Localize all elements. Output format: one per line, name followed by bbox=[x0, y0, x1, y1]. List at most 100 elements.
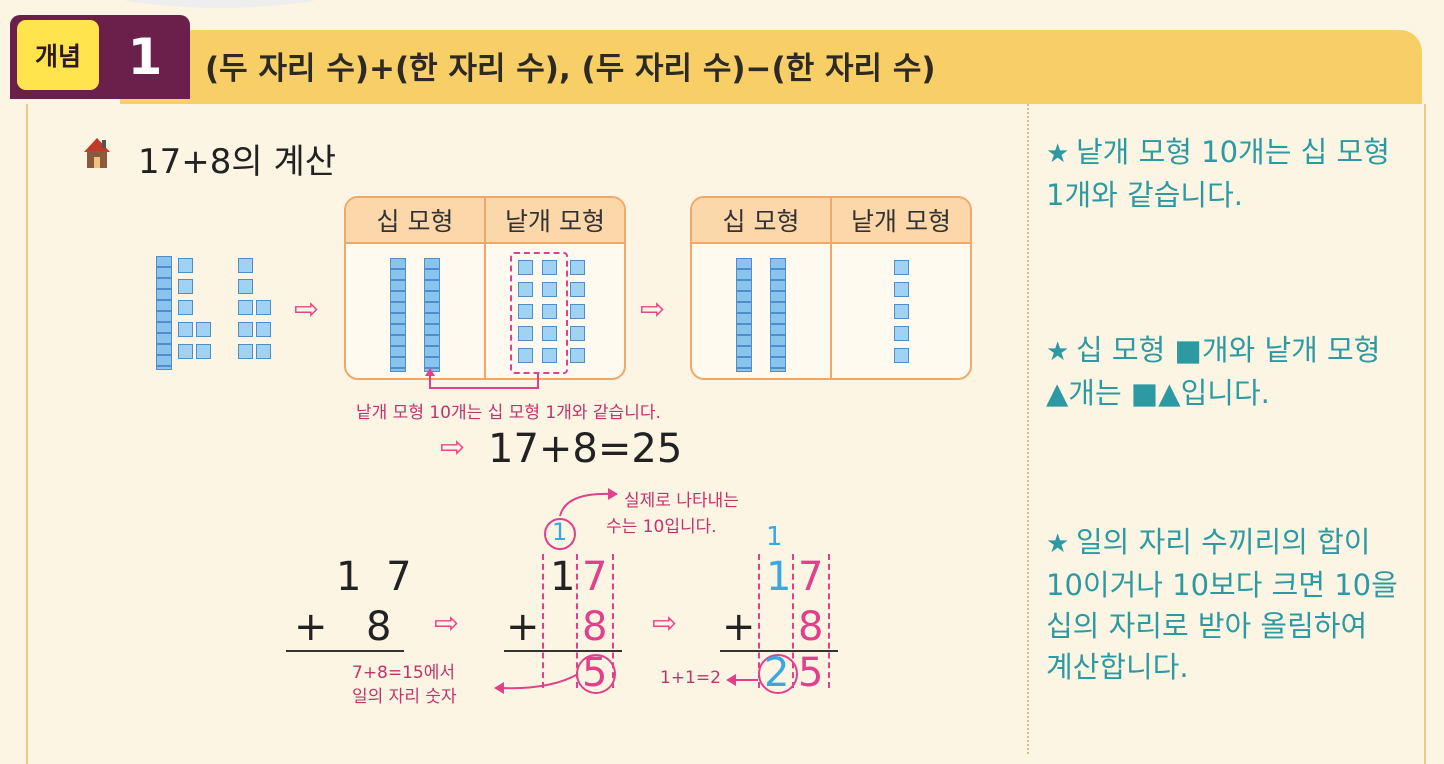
arrow-right-icon: ⇨ bbox=[640, 292, 666, 327]
unit-cube bbox=[178, 258, 193, 273]
unit-cube bbox=[238, 300, 253, 315]
calc1-bottom: 8 bbox=[366, 604, 392, 650]
calc2-op: + bbox=[506, 604, 540, 650]
arrow-right-icon: ⇨ bbox=[652, 606, 678, 641]
table-divider bbox=[484, 242, 486, 378]
side-note-text: 십 모형 ■개와 낱개 모형 ▲개는 ■▲입니다. bbox=[1046, 333, 1381, 410]
note-arrow bbox=[494, 673, 579, 694]
unit-cube bbox=[518, 348, 533, 363]
side-note-1: ★낱개 모형 10개는 십 모형 1개와 같습니다. bbox=[1046, 132, 1401, 216]
calc1-rule bbox=[286, 650, 404, 652]
exchange-note: 낱개 모형 10개는 십 모형 1개와 같습니다. bbox=[356, 403, 661, 423]
unit-cube bbox=[178, 344, 193, 359]
unit-cube bbox=[178, 322, 193, 337]
star-icon: ★ bbox=[1046, 139, 1070, 169]
column-guide bbox=[576, 554, 578, 688]
arrow-right-icon: ⇨ bbox=[294, 292, 320, 327]
decorative-arc bbox=[90, 0, 350, 8]
calc3-result-ones: 5 bbox=[798, 650, 824, 696]
real-value-note-line2: 수는 10입니다. bbox=[606, 517, 717, 537]
ones-header: 낱개 모형 bbox=[505, 207, 605, 236]
tens-header: 십 모형 bbox=[346, 198, 486, 242]
calc2-rule bbox=[504, 650, 622, 652]
unit-cube bbox=[238, 322, 253, 337]
column-guide bbox=[792, 554, 794, 688]
star-icon: ★ bbox=[1046, 529, 1070, 559]
unit-cube bbox=[518, 260, 533, 275]
carry-note: 1+1=2 bbox=[660, 668, 721, 688]
calc3-tens: 1 bbox=[766, 554, 792, 600]
real-value-note-line1: 실제로 나타내는 bbox=[624, 491, 739, 511]
note-arrow bbox=[726, 674, 758, 686]
unit-cube bbox=[238, 279, 253, 294]
unit-cube bbox=[518, 326, 533, 341]
arrow-right-icon: ⇨ bbox=[434, 606, 460, 641]
unit-cube bbox=[894, 326, 909, 341]
side-note-text: 일의 자리 수끼리의 합이 10이거나 10보다 크면 10을 십의 자리로 받… bbox=[1046, 525, 1398, 684]
ones-sum-note-line2: 일의 자리 숫자 bbox=[352, 687, 457, 707]
unit-cube bbox=[894, 304, 909, 319]
table-header: 십 모형 낱개 모형 bbox=[692, 198, 970, 244]
page-title: (두 자리 수)+(한 자리 수), (두 자리 수)−(한 자리 수) bbox=[205, 51, 936, 87]
table-header: 십 모형 낱개 모형 bbox=[346, 198, 624, 244]
calc3-op: + bbox=[722, 604, 756, 650]
calc2-tens: 1 bbox=[550, 554, 576, 600]
arrow-right-icon: ⇨ bbox=[440, 430, 466, 465]
unit-cube bbox=[570, 326, 585, 341]
ten-rod bbox=[424, 258, 440, 372]
unit-cube bbox=[894, 260, 909, 275]
table-divider bbox=[830, 242, 832, 378]
unit-cube bbox=[178, 279, 193, 294]
unit-cube bbox=[178, 300, 193, 315]
calc3-result-tens: 2 bbox=[764, 650, 790, 696]
unit-cube bbox=[570, 260, 585, 275]
calc3-bottom: 8 bbox=[798, 604, 824, 650]
unit-cube bbox=[518, 304, 533, 319]
result-circle bbox=[576, 654, 616, 694]
unit-cube bbox=[256, 300, 271, 315]
concept-badge-label: 개념 bbox=[17, 20, 99, 90]
ten-rod bbox=[390, 258, 406, 372]
tens-header: 십 모형 bbox=[692, 198, 832, 242]
unit-cube bbox=[894, 282, 909, 297]
model-table-after: 십 모형 낱개 모형 bbox=[690, 196, 972, 380]
column-guide bbox=[612, 554, 614, 688]
side-note-2: ★십 모형 ■개와 낱개 모형 ▲개는 ■▲입니다. bbox=[1046, 330, 1401, 414]
side-note-3: ★일의 자리 수끼리의 합이 10이거나 10보다 크면 10을 십의 자리로 … bbox=[1046, 522, 1401, 688]
result-circle bbox=[758, 654, 798, 694]
unit-cube bbox=[570, 304, 585, 319]
star-icon: ★ bbox=[1046, 337, 1070, 367]
calc3-rule bbox=[720, 650, 838, 652]
column-guide bbox=[542, 554, 544, 688]
section-title: 17+8의 계산 bbox=[138, 142, 337, 182]
side-divider bbox=[1027, 104, 1029, 754]
calc2-ones: 7 bbox=[582, 554, 608, 600]
house-icon bbox=[84, 138, 110, 168]
unit-cube bbox=[570, 282, 585, 297]
side-note-text: 낱개 모형 10개는 십 모형 1개와 같습니다. bbox=[1046, 135, 1390, 212]
initial-blocks bbox=[150, 252, 271, 372]
calc2-result: 5 bbox=[582, 650, 608, 696]
unit-cube bbox=[542, 326, 557, 341]
ones-header: 낱개 모형 bbox=[851, 207, 951, 236]
model-table-before: 십 모형 낱개 모형 bbox=[344, 196, 626, 380]
result-equation: 17+8=25 bbox=[488, 426, 683, 472]
calc1-top: 1 7 bbox=[336, 554, 418, 600]
concept-badge-number: 1 bbox=[127, 28, 163, 86]
calc2-bottom: 8 bbox=[582, 604, 608, 650]
ones-sum-note-line1: 7+8=15에서 bbox=[352, 663, 456, 683]
unit-cube bbox=[196, 344, 211, 359]
unit-cube bbox=[542, 260, 557, 275]
unit-cube bbox=[542, 348, 557, 363]
unit-cube bbox=[238, 258, 253, 273]
column-guide bbox=[758, 554, 760, 688]
unit-cube bbox=[256, 344, 271, 359]
carry-digit: 1 bbox=[552, 518, 568, 546]
ten-rod bbox=[736, 258, 752, 372]
header-bar bbox=[120, 30, 1422, 104]
unit-cube bbox=[518, 282, 533, 297]
unit-cube bbox=[894, 348, 909, 363]
ten-rod bbox=[156, 256, 172, 370]
unit-cube bbox=[542, 304, 557, 319]
unit-cube bbox=[542, 282, 557, 297]
